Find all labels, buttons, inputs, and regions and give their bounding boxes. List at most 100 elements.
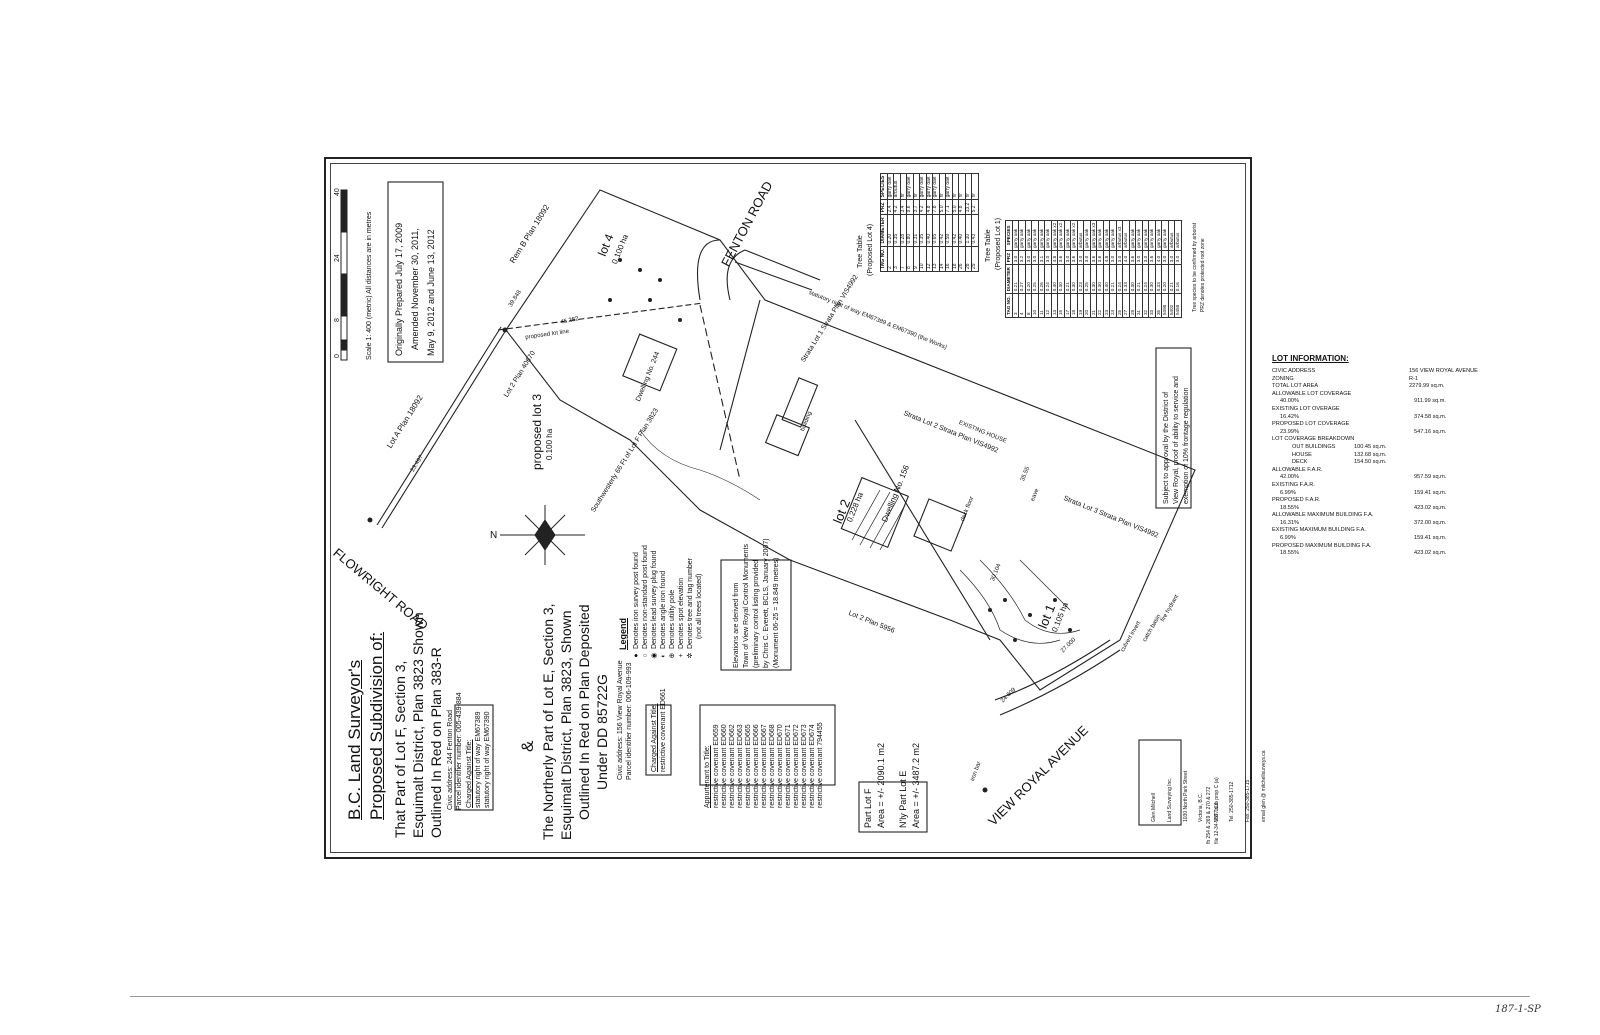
elevations-line: Town of View Royal Control Monuments: [743, 544, 750, 668]
legend-item: ◐ Denotes angle iron found: [660, 570, 667, 658]
legend-item: ⊕ Denotes utility pole: [669, 589, 676, 659]
legend-item: (not all trees located): [696, 573, 703, 640]
garage: [764, 414, 811, 457]
approval-line: Subject to approval by the District of: [1163, 391, 1170, 504]
file-ref: file 12-34-5597 sub prop C (a): [1214, 777, 1220, 844]
scale-caption: Scale 1: 400 (metric) All distances are …: [366, 211, 373, 360]
civic-address-f: Civic address: 244 Fenton Road: [447, 710, 454, 810]
lot-info-row: PROPOSED MAXIMUM BUILDING F.A.: [1272, 542, 1372, 549]
deck: [913, 498, 967, 552]
company-box: [1138, 739, 1182, 826]
tree-table-1-title: Tree Table: [985, 229, 992, 262]
elevations-line: by Chris C. Everett, BCLS, January 2007): [763, 538, 770, 668]
legend-item: ○ Denotes non-standard post found: [642, 545, 649, 658]
lot-3-area: 0.100 ha: [545, 428, 554, 460]
building: [781, 377, 819, 428]
charges-f-title: Charged Against Title:: [466, 739, 473, 809]
dates-line: Amended November 30, 2011,: [410, 228, 420, 350]
title-part2-line1: The Northerly Part of Lot E, Section 3,: [540, 603, 556, 840]
lot-info-row: PROPOSED LOT COVERAGE: [1272, 421, 1350, 428]
dwelling-156: [840, 476, 910, 549]
lot-info-row: 18.55%423.02 sq.m.: [1280, 504, 1447, 511]
lot-e-label: N'ly Part Lot E: [898, 770, 908, 828]
lot-line-4: [719, 299, 761, 451]
elevations-box: [720, 559, 792, 671]
title-ampersand: &: [518, 740, 537, 752]
areas-box: [858, 781, 928, 833]
proposed-lot-line-2: [699, 304, 741, 481]
company-line: email glen @ mitchellsurveys.ca: [1260, 750, 1267, 823]
lot-info-row: 40.00%911.99 sq.m.: [1280, 398, 1446, 405]
lot-e-area: Area = +/- 3487.2 m2: [911, 742, 921, 828]
lot1-lot2-line: [854, 419, 991, 641]
appurtenant-item: restrictive covenant 794455: [817, 722, 824, 808]
company-line: Glen Mitchell: [1151, 793, 1158, 822]
lot-info-row: ALLOWABLE MAXIMUM BUILDING F.A.: [1272, 512, 1374, 519]
title-part1-line2: Esquimalt District, Plan 3823 Shown: [410, 612, 426, 838]
legend-item: ● Denotes iron survey post found: [633, 552, 640, 658]
title-part2-line2: Esquimalt District, Plan 3823, Shown: [558, 610, 574, 840]
parcel-outline: [505, 189, 1196, 691]
scale-tick: 40: [334, 188, 341, 196]
lot-f-label: Part Lot F: [863, 788, 873, 828]
appurtenant-box: [699, 704, 836, 786]
lot-info-row: 23.99%547.16 sq.m.: [1280, 428, 1447, 435]
dates-box: [387, 181, 444, 363]
company-line: Land Surveying Inc.: [1167, 777, 1174, 822]
title-heading-1: B.C. Land Surveyor's: [345, 659, 364, 820]
title-part1-line1: That Part of Lot F, Section 3,: [392, 660, 408, 838]
scale-tick: 24: [334, 254, 341, 262]
pid-e: Parcel identifier number: 006-109-993: [626, 662, 633, 780]
appurtenant-title: Appurtenant to Title:: [704, 745, 711, 808]
scale-tick: 8: [334, 318, 341, 322]
lot-info-row: ALLOWABLE LOT COVERAGE: [1272, 390, 1352, 397]
title-part1-line3: Outlined In Red on Plan 383-R: [428, 647, 444, 838]
north-arrow: [500, 505, 585, 565]
lot-info-row: 16.31%372.00 sq.m.: [1280, 519, 1447, 526]
approval-box: [1155, 347, 1192, 509]
tree-table-4-title: Tree Table: [857, 235, 864, 268]
tree-table-4-subtitle: (Proposed Lot 4): [867, 223, 874, 276]
tree-note-line: Tree species to be confirmed by arborist: [1192, 222, 1198, 312]
lot-info-row: 6.99%159.41 sq.m.: [1280, 489, 1447, 496]
legend-item: ◉ Denotes lead survey plug found: [651, 550, 658, 659]
title-part2-line3: Outlined In Red on Plan Deposited: [576, 604, 592, 820]
plan-border: [324, 157, 1252, 859]
lot-info-row: EXISTING MAXIMUM BUILDING F.A.: [1272, 527, 1366, 534]
lot-a-boundary: [381, 329, 507, 529]
lot-info-row: 6.99%159.41 sq.m.: [1280, 535, 1447, 542]
charges-f-item-2: statutory right of way EM67390: [484, 711, 491, 809]
charges-e-box: [645, 704, 672, 776]
page-reference: 187-1-SP: [1495, 1004, 1541, 1015]
charges-e-title: Charged Against Title:: [651, 703, 658, 773]
proposed-lot-line-1: [497, 302, 704, 331]
lot-info-row: 18.55%423.02 sq.m.: [1280, 550, 1447, 557]
lot-info-row: 16.42%374.58 sq.m.: [1280, 413, 1447, 420]
company-line: Fax. 250-385-1715: [1245, 779, 1252, 822]
legend-title: Legend: [618, 617, 628, 650]
charges-f-box: [454, 704, 494, 811]
plan-inner-border: [330, 163, 1246, 853]
approval-line: exemption of 10% frontage regulation: [1183, 387, 1190, 504]
lot-info-row: EXISTING F.A.R.: [1272, 481, 1315, 488]
lot-information-title: LOT INFORMATION:: [1272, 354, 1349, 363]
title-heading-2: Proposed Subdivision of:: [367, 631, 386, 820]
north-label: N: [490, 530, 498, 541]
lot-info-row: LOT COVERAGE BREAKDOWN: [1272, 436, 1355, 443]
company-line: 1030 North Park Street: [1182, 770, 1189, 822]
charges-e-item: restrictive covenant ED661: [660, 688, 667, 772]
scale-tick: 0: [334, 354, 341, 358]
elevations-line: (Monument 06-25 = 18.849 metres): [773, 557, 780, 668]
lot-info-row: EXISTING LOT OVERAGE: [1272, 405, 1340, 412]
dwelling-244: [622, 333, 678, 392]
